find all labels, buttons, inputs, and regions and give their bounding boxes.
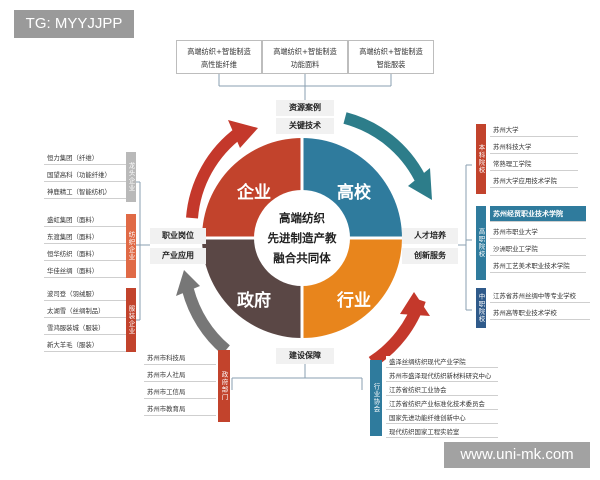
arrow-head-icon: [400, 292, 430, 316]
list-item: 恒力集团（纤维）: [44, 152, 126, 165]
arrow-head-icon: [228, 120, 258, 148]
category-bar-vocational: 高职院校: [476, 206, 486, 280]
list-item: 常熟理工学院: [490, 158, 578, 171]
center-line: 先进制造产教: [267, 231, 337, 245]
quadrant-government-label: 政府: [237, 291, 271, 311]
right-group-secondary: 江苏省苏州丝绸中等专业学校 苏州高等职业技术学校: [490, 290, 590, 320]
list-item: 江苏省苏州丝绸中等专业学校: [490, 290, 590, 303]
quadrant-university-label: 高校: [337, 183, 371, 203]
list-item: 国家先进功能纤维创新中心: [386, 412, 498, 424]
resource-box-line1: 高端纺织+智能制造: [187, 47, 251, 56]
arrow-government-icon: [182, 288, 230, 355]
right-connector: [458, 164, 472, 311]
resource-box-line2: 智能服装: [376, 60, 406, 69]
list-item: 苏州市盛泽现代纺织新材料研究中心: [386, 370, 498, 382]
category-bar-apparel: 服装企业: [126, 288, 136, 352]
list-item: 苏州市工信局: [144, 386, 216, 399]
list-item: 苏州市人社局: [144, 369, 216, 382]
list-item: 华佳丝绸（面料）: [44, 265, 126, 278]
arrow-head-icon: [176, 270, 200, 296]
wheel-center: [254, 190, 350, 286]
list-item: 苏州市教育局: [144, 403, 216, 416]
label-construction-guarantee: 建设保障: [276, 348, 334, 364]
bottom-group-association: 盛泽丝绸纺织现代产业学院 苏州市盛泽现代纺织新材料研究中心 江苏省纺织工业协会 …: [386, 356, 498, 438]
left-connector: [136, 181, 150, 321]
list-item: 盛泽丝绸纺织现代产业学院: [386, 356, 498, 368]
arrow-enterprise-icon: [186, 127, 244, 219]
list-item: 神鹿精工（智能纺机）: [44, 186, 126, 199]
list-item: 盛虹集团（面料）: [44, 214, 126, 227]
category-bar-undergrad: 本科院校: [476, 124, 486, 194]
list-item: 波司登（羽绒服）: [44, 288, 126, 301]
label-talent-training: 人才培养: [402, 228, 458, 244]
quadrant-enterprise-label: 企业: [237, 183, 271, 203]
list-item: 新大羊毛（服装）: [44, 339, 126, 352]
list-item: 雪鸿服装城（服装）: [44, 322, 126, 335]
resource-box-line2: 高性能纤维: [201, 60, 237, 69]
left-group-leading: 恒力集团（纤维） 国望高科（功能纤维） 神鹿精工（智能纺机）: [44, 152, 126, 199]
list-item: 苏州大学: [490, 124, 578, 137]
list-item: 现代纺织国家工程实验室: [386, 426, 498, 438]
top-connector: [218, 74, 392, 100]
left-group-apparel: 波司登（羽绒服） 太湖雪（丝绸制品） 雪鸿服装城（服装） 新大羊毛（服装）: [44, 288, 126, 352]
list-item: 苏州高等职业技术学校: [490, 307, 590, 320]
list-item: 沙洲职业工学院: [490, 243, 586, 256]
category-bar-government: 政府部门: [218, 350, 230, 422]
resource-box-line2: 功能面料: [290, 60, 320, 69]
left-group-textile: 盛虹集团（面料） 东渡集团（面料） 恒华纺织（面料） 华佳丝绸（面料）: [44, 214, 126, 278]
watermark-top-left: TG: MYYJJPP: [14, 10, 134, 38]
label-job-positions: 职业岗位: [150, 228, 206, 244]
list-item: 苏州工艺美术职业技术学院: [490, 260, 586, 273]
arrow-university-icon: [343, 112, 426, 181]
category-bar-secondary: 中职院校: [476, 288, 486, 328]
resource-box-line1: 高端纺织+智能制造: [273, 47, 337, 56]
label-industry-application: 产业应用: [150, 248, 206, 264]
category-bar-textile: 纺织企业: [126, 214, 136, 278]
label-resource-cases: 资源案例: [276, 100, 334, 116]
list-item: 东渡集团（面料）: [44, 231, 126, 244]
center-line: 高端纺织: [279, 211, 325, 225]
list-item: 苏州大学应用技术学院: [490, 175, 578, 188]
bottom-connector: [231, 362, 363, 390]
resource-box-line1: 高端纺织+智能制造: [359, 47, 423, 56]
center-title: 高端纺织 先进制造产教 融合共同体: [254, 208, 350, 268]
arrow-head-icon: [408, 168, 432, 200]
bottom-group-government: 苏州市科技局 苏州市人社局 苏州市工信局 苏州市教育局: [144, 352, 216, 416]
watermark-bottom-right: www.uni-mk.com: [444, 442, 590, 468]
list-item: 国望高科（功能纤维）: [44, 169, 126, 182]
list-item: 苏州科技大学: [490, 141, 578, 154]
right-group-vocational: 苏州经贸职业技术学院 苏州市职业大学 沙洲职业工学院 苏州工艺美术职业技术学院: [490, 206, 586, 273]
list-item: 苏州市科技局: [144, 352, 216, 365]
category-bar-association: 行业协会: [370, 360, 382, 436]
center-line: 融合共同体: [273, 251, 331, 265]
label-innovation-service: 创新服务: [402, 248, 458, 264]
resource-box-fabric: 高端纺织+智能制造 功能面料: [262, 40, 348, 74]
list-item: 恒华纺织（面料）: [44, 248, 126, 261]
list-item: 苏州市职业大学: [490, 226, 586, 239]
list-item: 江苏省纺织工业协会: [386, 384, 498, 396]
quadrant-industry-label: 行业: [337, 291, 371, 311]
resource-box-apparel: 高端纺织+智能制造 智能服装: [348, 40, 434, 74]
right-group-undergrad: 苏州大学 苏州科技大学 常熟理工学院 苏州大学应用技术学院: [490, 124, 578, 188]
list-item: 太湖雪（丝绸制品）: [44, 305, 126, 318]
category-bar-leading: 龙头企业: [126, 152, 136, 202]
label-key-tech: 关键技术: [276, 118, 334, 134]
list-item-highlight: 苏州经贸职业技术学院: [490, 206, 586, 222]
list-item: 江苏省纺织产业标准化技术委员会: [386, 398, 498, 410]
resource-box-fiber: 高端纺织+智能制造 高性能纤维: [176, 40, 262, 74]
